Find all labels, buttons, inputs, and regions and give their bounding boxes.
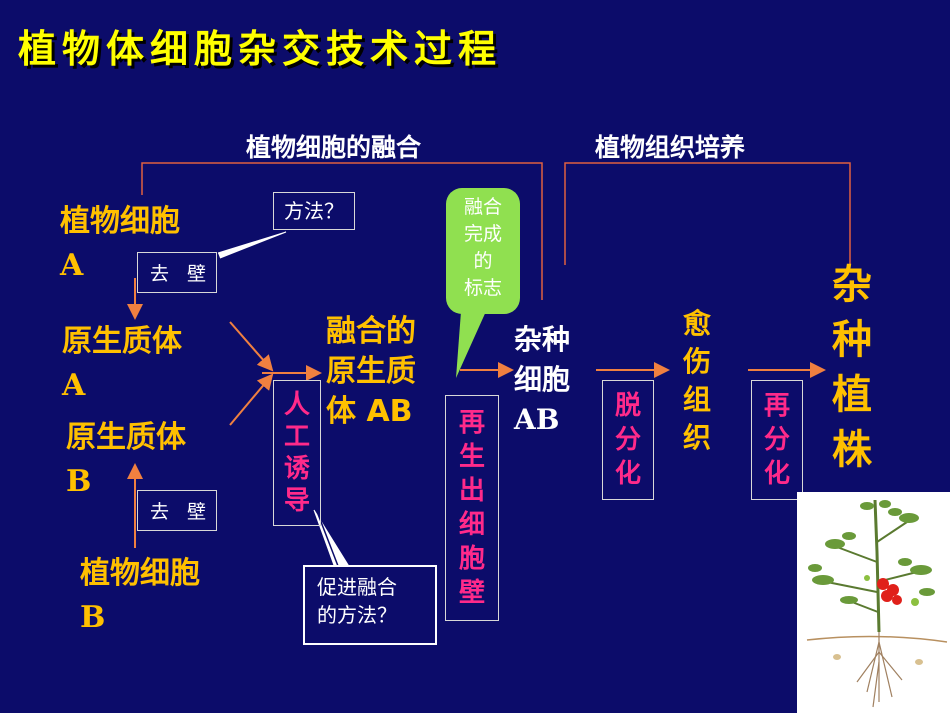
callout-promote: 促进融合 的方法？: [305, 567, 435, 643]
method-pointer: [217, 231, 287, 259]
fused-line3: 体 AB: [326, 394, 413, 429]
node-protoplast-a: 原生质体 A: [62, 320, 182, 408]
plant-icon: [806, 499, 948, 708]
hybrid-cell-line1: 杂种: [514, 323, 571, 356]
dediff-char-3: 化: [614, 459, 641, 489]
regen-char-2: 生: [458, 442, 485, 472]
step-redifferentiation: 再 分 化: [751, 380, 803, 500]
rediff-char-2: 分: [763, 425, 790, 455]
node-plant-cell-a-line2: A: [60, 248, 84, 283]
arrow-proto-a-in: [229, 321, 274, 372]
header-tissue-culture: 植物组织培养: [595, 133, 746, 162]
induce-char-3: 诱: [283, 454, 310, 484]
node-fused-protoplast-ab: 融合的 原生质 体 AB: [326, 312, 416, 432]
node-plant-cell-b-line1: 植物细胞: [80, 556, 200, 591]
sign-bubble-tail: [456, 298, 492, 378]
induce-char-2: 工: [283, 422, 310, 452]
step-artificial-induction: 人 工 诱 导: [273, 380, 321, 526]
regen-char-5: 胞: [458, 544, 485, 574]
node-plant-cell-a-line1: 植物细胞: [60, 204, 180, 239]
node-protoplast-a-line1: 原生质体: [62, 324, 182, 359]
plant-char-2: 种: [832, 317, 872, 363]
tomato-plant-illustration: [797, 492, 950, 713]
regen-char-3: 出: [458, 476, 485, 506]
slide-title: 植物体细胞杂交技术过程: [18, 26, 503, 71]
fusion-bracket: [141, 162, 543, 300]
node-protoplast-a-line2: A: [62, 368, 86, 403]
promote-line2: 的方法？: [317, 603, 397, 627]
node-callus: 愈 伤 组 织: [680, 305, 714, 457]
hybrid-cell-line2: 细胞: [514, 363, 571, 396]
sign-line4: 标志: [463, 277, 502, 299]
regen-char-4: 细: [458, 510, 485, 540]
dediff-char-1: 脱: [614, 391, 641, 421]
node-protoplast-b: 原生质体 B: [66, 416, 186, 504]
header-cell-fusion: 植物细胞的融合: [246, 133, 422, 162]
callus-char-4: 织: [682, 421, 711, 454]
induce-char-4: 导: [283, 486, 310, 516]
node-plant-cell-a: 植物细胞 A: [60, 200, 180, 288]
culture-bracket: [564, 162, 851, 265]
callout-method: 方法？: [273, 192, 355, 230]
node-plant-cell-b: 植物细胞 B: [80, 552, 200, 640]
plant-char-4: 株: [832, 427, 872, 473]
arrow-proto-b-in: [229, 373, 274, 426]
step-remove-wall-a: 去 壁: [137, 252, 218, 293]
node-hybrid-cell-ab: 杂种 细胞 AB: [514, 320, 570, 440]
regen-char-6: 壁: [458, 578, 485, 608]
plant-char-3: 植: [832, 372, 872, 418]
rediff-char-3: 化: [763, 459, 790, 489]
node-protoplast-b-line2: B: [66, 464, 92, 499]
node-hybrid-plant: 杂 种 植 株: [826, 258, 878, 478]
promote-line1: 促进融合: [317, 575, 397, 599]
induce-char-1: 人: [283, 390, 310, 420]
regen-char-1: 再: [458, 408, 485, 438]
sign-line2: 完成: [463, 223, 502, 245]
step-dedifferentiation: 脱 分 化: [602, 380, 654, 500]
fused-line2: 原生质: [326, 354, 416, 389]
rediff-char-1: 再: [763, 391, 790, 421]
step-remove-wall-b: 去 壁: [137, 490, 218, 531]
node-protoplast-b-line1: 原生质体: [66, 420, 186, 455]
callout-fusion-sign: 融合 完成 的 标志: [446, 188, 520, 314]
callout-promote-frame: 促进融合 的方法？: [303, 565, 437, 645]
callus-char-1: 愈: [682, 307, 711, 340]
dediff-char-2: 分: [614, 425, 641, 455]
callus-char-2: 伤: [682, 345, 711, 378]
fused-line1: 融合的: [326, 314, 416, 349]
hybrid-cell-line3: AB: [514, 403, 560, 436]
node-plant-cell-b-line2: B: [80, 600, 106, 635]
plant-char-1: 杂: [832, 262, 872, 308]
step-regenerate-cell-wall: 再 生 出 细 胞 壁: [445, 395, 499, 621]
sign-line1: 融合: [463, 196, 502, 218]
callus-char-3: 组: [682, 383, 711, 416]
sign-line3: 的: [473, 250, 493, 272]
promote-pointer-inner: [317, 513, 339, 567]
